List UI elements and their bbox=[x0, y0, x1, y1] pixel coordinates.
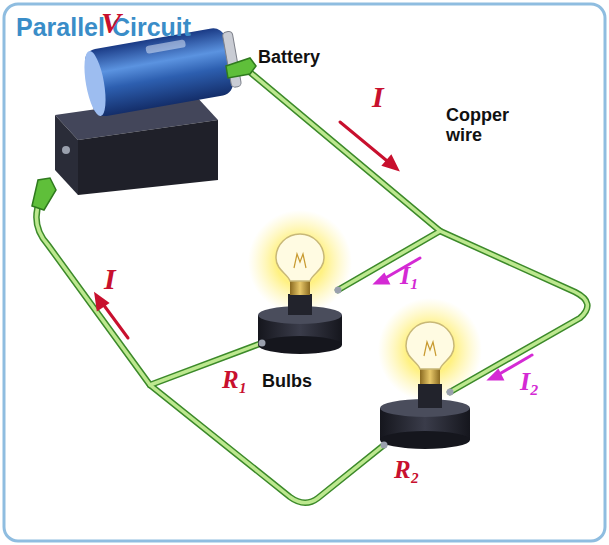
wire-outline bbox=[338, 231, 440, 290]
wire bbox=[338, 231, 440, 290]
wire-outline bbox=[36, 200, 384, 503]
bulb-filament bbox=[294, 254, 306, 268]
bulb-glass bbox=[406, 322, 454, 369]
copper-wires bbox=[36, 68, 587, 503]
cell-end bbox=[80, 49, 109, 117]
bulb-glass bbox=[276, 234, 324, 281]
wire bbox=[245, 68, 587, 392]
wire-outline bbox=[245, 68, 587, 392]
bulb-socket bbox=[418, 384, 442, 408]
resistance-symbol: R₁ bbox=[222, 366, 247, 394]
frame bbox=[4, 4, 605, 541]
current-symbol: I bbox=[104, 262, 116, 295]
wire bbox=[36, 200, 384, 503]
holder-side bbox=[55, 115, 78, 195]
holder-terminal bbox=[62, 146, 70, 154]
part-name: Bulbs bbox=[262, 372, 312, 392]
cell-cap bbox=[222, 31, 242, 88]
bulb-base bbox=[258, 336, 342, 354]
part-name: Battery bbox=[258, 48, 320, 68]
current-symbol: I bbox=[372, 80, 384, 113]
current-symbol: I₁ bbox=[400, 262, 419, 291]
current-symbol: I₂ bbox=[520, 368, 539, 397]
holder-front bbox=[78, 120, 218, 195]
bulb-glow bbox=[248, 210, 352, 314]
bulb-socket bbox=[288, 294, 312, 315]
bulb-screw bbox=[290, 280, 310, 295]
bulb-terminal bbox=[259, 340, 266, 347]
bulb bbox=[258, 234, 342, 354]
cell-shine bbox=[145, 39, 186, 54]
clip bbox=[226, 58, 256, 78]
bulb-terminal bbox=[335, 287, 342, 294]
bulb-base bbox=[380, 431, 470, 449]
arrowhead bbox=[96, 295, 107, 309]
part-name: Copper wire bbox=[446, 106, 522, 146]
current-arrow bbox=[340, 122, 392, 165]
resistance-symbol: R₂ bbox=[394, 456, 419, 484]
bulb-screw bbox=[420, 368, 440, 384]
arrowhead bbox=[376, 275, 388, 283]
current-arrows bbox=[96, 122, 532, 379]
bulb-terminal bbox=[381, 442, 388, 449]
bulb bbox=[380, 322, 470, 449]
voltage-symbol: V bbox=[101, 6, 121, 39]
clip bbox=[32, 178, 56, 210]
arrowhead bbox=[490, 371, 502, 379]
bulb-terminal bbox=[447, 389, 454, 396]
arrowhead bbox=[384, 157, 397, 169]
bulb-filament bbox=[424, 342, 436, 356]
